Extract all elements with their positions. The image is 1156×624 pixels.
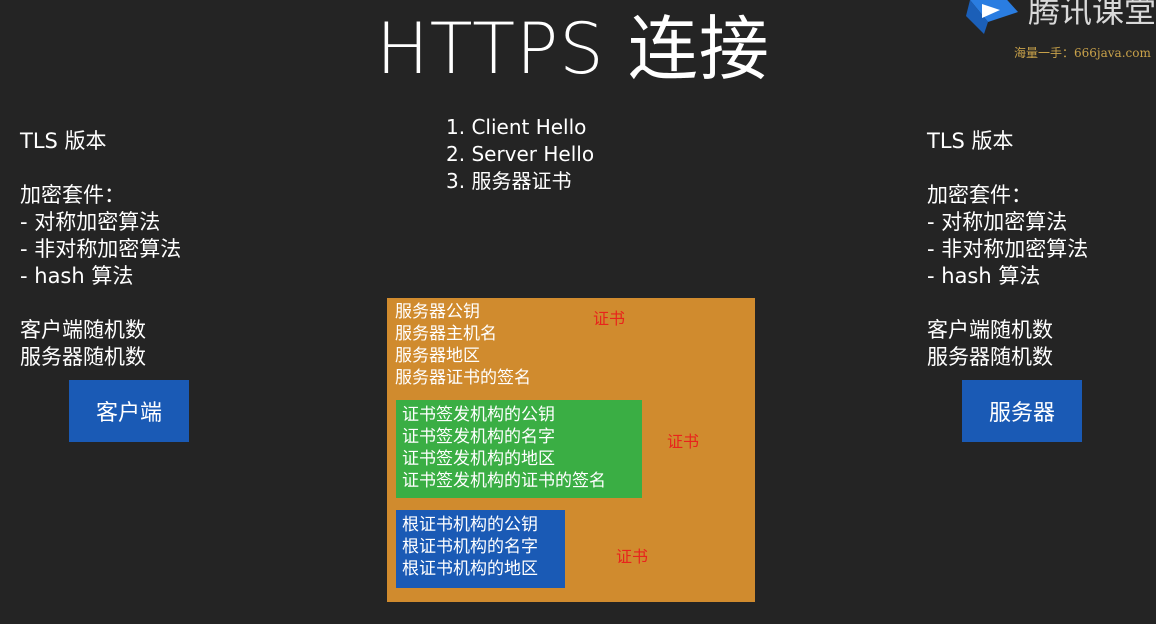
cert-field: 根证书机构的公钥	[402, 515, 538, 535]
server-hello-info: TLS 版本 加密套件： - 对称加密算法 - 非对称加密算法 - hash 算…	[927, 128, 1088, 371]
watermark-sub: 海量一手：666java.com	[1014, 46, 1151, 60]
client-random: 客户端随机数	[927, 318, 1053, 342]
cert-field: 证书签发机构的公钥	[402, 405, 555, 425]
cert-field: 证书签发机构的地区	[402, 449, 555, 469]
server-certificate: 服务器公钥 服务器主机名 服务器地区 服务器证书的签名 证书 证书签发机构的公钥…	[387, 298, 755, 602]
server-cert-label: 证书	[593, 309, 626, 328]
watermark-brand: 腾讯课堂	[1028, 0, 1156, 30]
cert-field: 证书签发机构的证书的签名	[402, 471, 606, 491]
cert-field: 服务器证书的签名	[395, 368, 531, 388]
server-node: 服务器	[962, 380, 1082, 442]
issuer-cert-label: 证书	[667, 432, 700, 451]
client-hello-info: TLS 版本 加密套件： - 对称加密算法 - 非对称加密算法 - hash 算…	[20, 128, 181, 371]
root-cert-label: 证书	[616, 547, 649, 566]
watermark-logo: 腾讯课堂 海量一手：666java.com	[962, 0, 1156, 62]
tls-version: TLS 版本	[927, 129, 1014, 153]
root-certificate: 根证书机构的公钥 根证书机构的名字 根证书机构的地区	[396, 510, 565, 588]
issuer-certificate: 证书签发机构的公钥 证书签发机构的名字 证书签发机构的地区 证书签发机构的证书的…	[396, 400, 642, 498]
cert-field: 根证书机构的地区	[402, 559, 538, 579]
cert-field: 服务器公钥	[395, 302, 480, 322]
handshake-step: 3. 服务器证书	[446, 169, 572, 193]
server-random: 服务器随机数	[20, 345, 146, 369]
cipher-suite-label: 加密套件：	[927, 183, 1032, 207]
handshake-step: 2. Server Hello	[446, 142, 595, 166]
tls-version: TLS 版本	[20, 129, 107, 153]
cipher-suite-label: 加密套件：	[20, 183, 125, 207]
cipher-item: - 非对称加密算法	[927, 237, 1089, 261]
client-node: 客户端	[69, 380, 189, 442]
server-random: 服务器随机数	[927, 345, 1053, 369]
client-random: 客户端随机数	[20, 318, 146, 342]
cipher-item: - 对称加密算法	[927, 210, 1068, 234]
cert-field: 根证书机构的名字	[402, 537, 538, 557]
play-logo-icon	[966, 0, 1018, 34]
handshake-step: 1. Client Hello	[446, 115, 587, 139]
cipher-item: - 对称加密算法	[20, 210, 161, 234]
cert-field: 服务器地区	[395, 346, 480, 366]
cert-field: 证书签发机构的名字	[402, 427, 555, 447]
cipher-item: - hash 算法	[20, 264, 134, 288]
page-title: HTTPS 连接	[376, 8, 770, 90]
cipher-item: - hash 算法	[927, 264, 1041, 288]
cipher-item: - 非对称加密算法	[20, 237, 182, 261]
handshake-steps: 1. Client Hello 2. Server Hello 3. 服务器证书	[446, 114, 594, 195]
cert-field: 服务器主机名	[395, 324, 497, 344]
